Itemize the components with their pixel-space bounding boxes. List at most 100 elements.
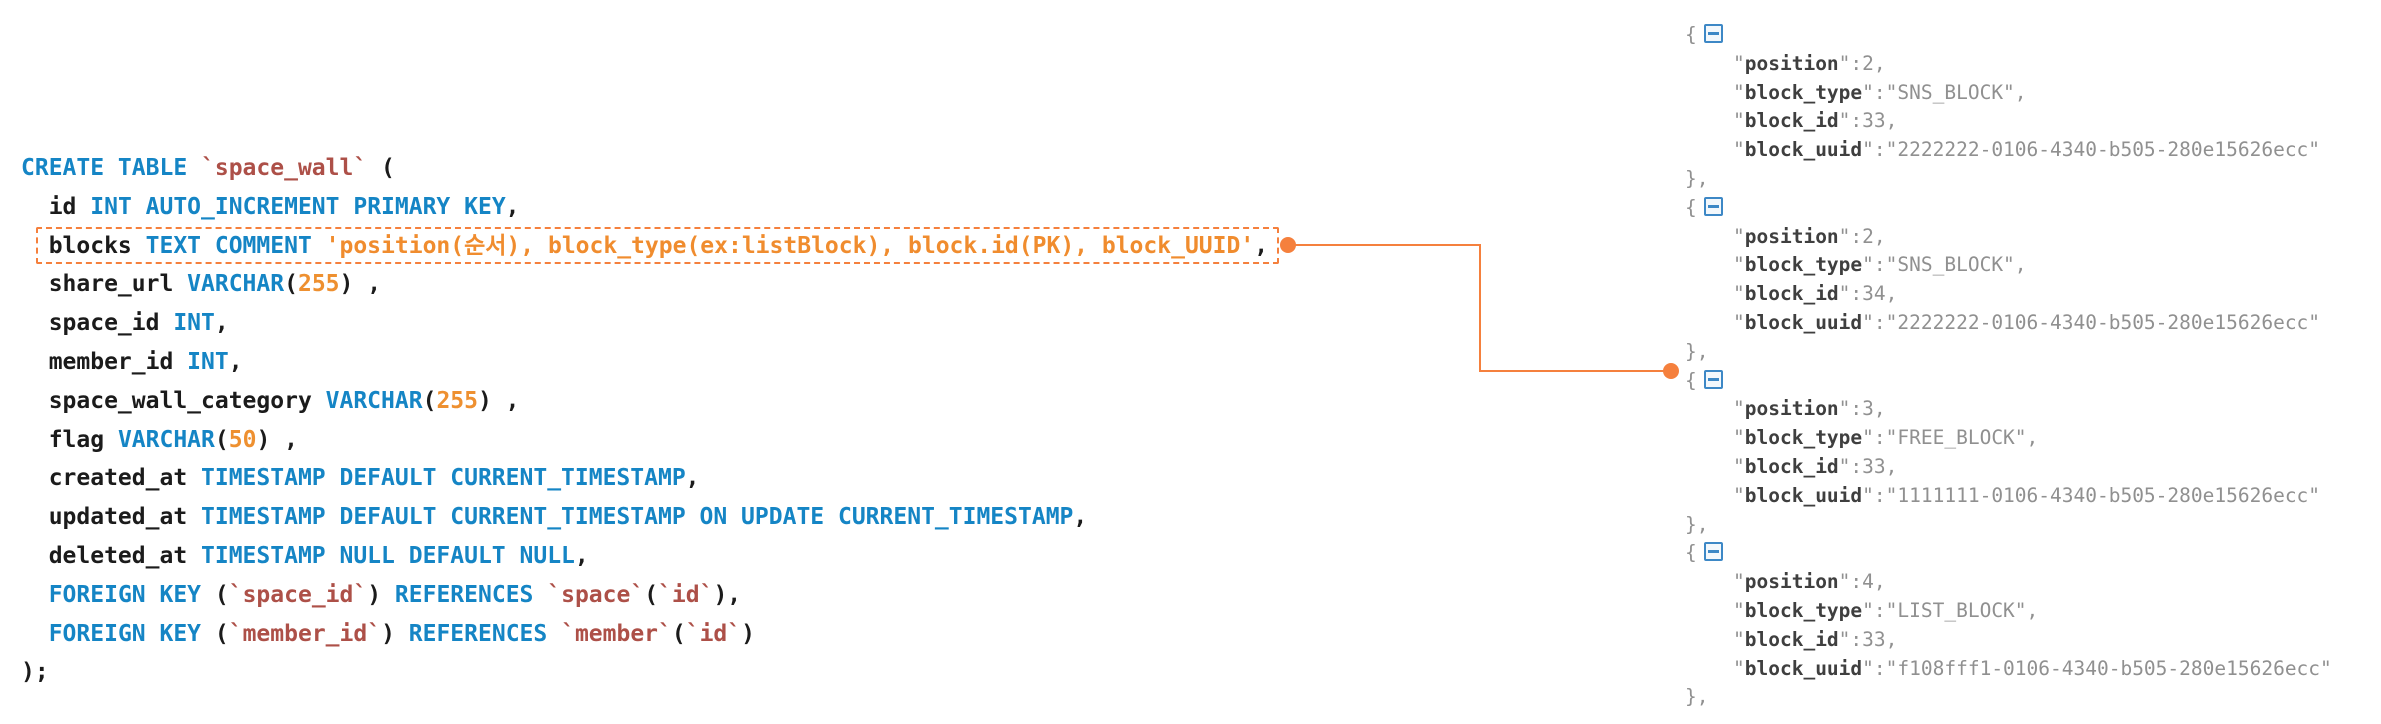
json-close-brace: },: [1685, 685, 1709, 709]
json-quote: ": [1838, 627, 1851, 651]
json-object-open-line: {: [1685, 194, 2332, 223]
json-quote: ": [1838, 570, 1851, 594]
json-kv-line-position: "position":4,: [1685, 568, 2332, 597]
json-quote: ": [1733, 426, 1745, 450]
json-quote: ": [1733, 570, 1745, 594]
sql-token-identifier: share_url: [21, 271, 188, 298]
json-comma: ,: [1873, 570, 1886, 594]
json-comma: ,: [1885, 109, 1898, 133]
json-comma: ,: [1873, 51, 1886, 75]
json-colon: :: [1873, 656, 1886, 680]
sql-line: flag VARCHAR(50) ,: [21, 421, 1268, 460]
sql-token-punct: (: [214, 620, 229, 647]
json-quote: ": [1838, 282, 1851, 306]
sql-token-identifier: deleted_at: [21, 542, 202, 569]
sql-token-punct: (: [214, 581, 229, 608]
json-open-brace: {: [1685, 368, 1697, 392]
json-colon: :: [1873, 598, 1886, 622]
minus-box-icon[interactable]: [1703, 369, 1723, 389]
json-key: block_type: [1744, 598, 1863, 622]
json-kv-line-position: "position":2,: [1685, 50, 2332, 79]
json-kv-line-block_type: "block_type":"FREE_BLOCK",: [1685, 424, 2332, 453]
json-quote: ": [1733, 397, 1745, 421]
json-quote: ": [1733, 454, 1745, 478]
sql-token-punct: (: [671, 620, 686, 647]
sql-token-identifier: updated_at: [21, 504, 202, 531]
json-quote: ": [1733, 310, 1745, 334]
json-comma: ,: [2014, 253, 2027, 277]
sql-token-identifier: flag: [21, 426, 118, 453]
sql-line: space_id INT,: [21, 304, 1268, 343]
json-quote: ": [1862, 310, 1874, 334]
sql-token-identifier: created_at: [21, 465, 202, 492]
json-comma: ,: [1885, 282, 1898, 306]
json-kv-line-block_id: "block_id":33,: [1685, 453, 2332, 482]
json-comma: ,: [2014, 80, 2027, 104]
json-quote: ": [1733, 598, 1745, 622]
sql-token-punct: ,: [228, 348, 243, 375]
json-kv-line-block_uuid: "block_uuid":"f108fff1-0106-4340-b505-28…: [1685, 655, 2332, 684]
json-quote: ": [1838, 397, 1851, 421]
sql-token-punct: ): [381, 620, 409, 647]
sql-line: blocks TEXT COMMENT 'position(순서), block…: [21, 227, 1268, 266]
json-colon: :: [1850, 570, 1863, 594]
sql-line: created_at TIMESTAMP DEFAULT CURRENT_TIM…: [21, 459, 1268, 498]
sql-token-identifier: member_id: [21, 348, 188, 375]
json-quote: ": [1733, 253, 1745, 277]
json-open-brace: {: [1685, 541, 1697, 565]
sql-token-keyword: REFERENCES: [408, 620, 562, 647]
json-quote: ": [1838, 454, 1851, 478]
json-kv-line-block_id: "block_id":33,: [1685, 626, 2332, 655]
sql-token-keyword: INT: [173, 310, 215, 337]
connector-dot-start: [1280, 237, 1296, 253]
json-key: position: [1744, 51, 1839, 75]
json-quote: ": [1862, 483, 1874, 507]
json-colon: :: [1850, 397, 1863, 421]
json-panel: {"position":2,"block_type":"SNS_BLOCK","…: [1685, 21, 2332, 712]
json-key: block_id: [1744, 627, 1839, 651]
json-key: block_uuid: [1744, 310, 1863, 334]
minus-box-icon[interactable]: [1703, 542, 1723, 562]
json-comma: ,: [2026, 598, 2039, 622]
sql-token-keyword: INT: [187, 348, 229, 375]
sql-token-punct: ,: [574, 542, 589, 569]
sql-token-punct: ) ,: [477, 387, 520, 414]
sql-token-keyword: INT AUTO_INCREMENT PRIMARY KEY: [90, 193, 506, 220]
json-key: block_type: [1744, 426, 1863, 450]
json-quote: ": [1838, 109, 1851, 133]
minus-box-icon[interactable]: [1703, 196, 1723, 216]
sql-token-quoted: `space_id`: [228, 581, 368, 608]
sql-token-keyword: TIMESTAMP DEFAULT CURRENT_TIMESTAMP: [201, 465, 686, 492]
sql-token-quoted: `id`: [658, 581, 714, 608]
sql-token-punct: ) ,: [339, 271, 382, 298]
json-colon: :: [1850, 51, 1863, 75]
json-key: block_uuid: [1744, 483, 1863, 507]
sql-token-punct: ): [367, 581, 395, 608]
sql-token-identifier: space_id: [21, 310, 174, 337]
json-quote: ": [1862, 598, 1874, 622]
connector-dot-end: [1663, 363, 1679, 379]
connector-line: [1290, 244, 1668, 372]
sql-token-punct: [21, 582, 49, 608]
sql-line: space_wall_category VARCHAR(255) ,: [21, 382, 1268, 421]
sql-token-quoted: `space_wall`: [201, 155, 368, 181]
json-quote: ": [1733, 51, 1745, 75]
json-object-open-line: {: [1685, 367, 2332, 396]
json-object-open-line: {: [1685, 21, 2332, 50]
json-comma: ,: [1885, 627, 1898, 651]
minus-box-icon[interactable]: [1703, 24, 1723, 43]
json-colon: :: [1850, 627, 1863, 651]
sql-line: deleted_at TIMESTAMP NULL DEFAULT NULL,: [21, 537, 1268, 576]
json-key: block_id: [1744, 454, 1839, 478]
json-value: "SNS_BLOCK": [1885, 80, 2015, 104]
sql-code-block: CREATE TABLE `space_wall` ( id INT AUTO_…: [21, 149, 1268, 692]
json-value: 2: [1862, 224, 1874, 248]
json-kv-line-block_uuid: "block_uuid":"1111111-0106-4340-b505-280…: [1685, 482, 2332, 511]
json-value: "2222222-0106-4340-b505-280e15626ecc": [1885, 138, 2321, 162]
sql-token-punct: (: [367, 155, 395, 181]
json-value: "1111111-0106-4340-b505-280e15626ecc": [1885, 483, 2321, 507]
sql-token-keyword: TIMESTAMP DEFAULT CURRENT_TIMESTAMP ON U…: [201, 504, 1074, 531]
json-quote: ": [1733, 80, 1745, 104]
json-object-open-line: {: [1685, 539, 2332, 568]
